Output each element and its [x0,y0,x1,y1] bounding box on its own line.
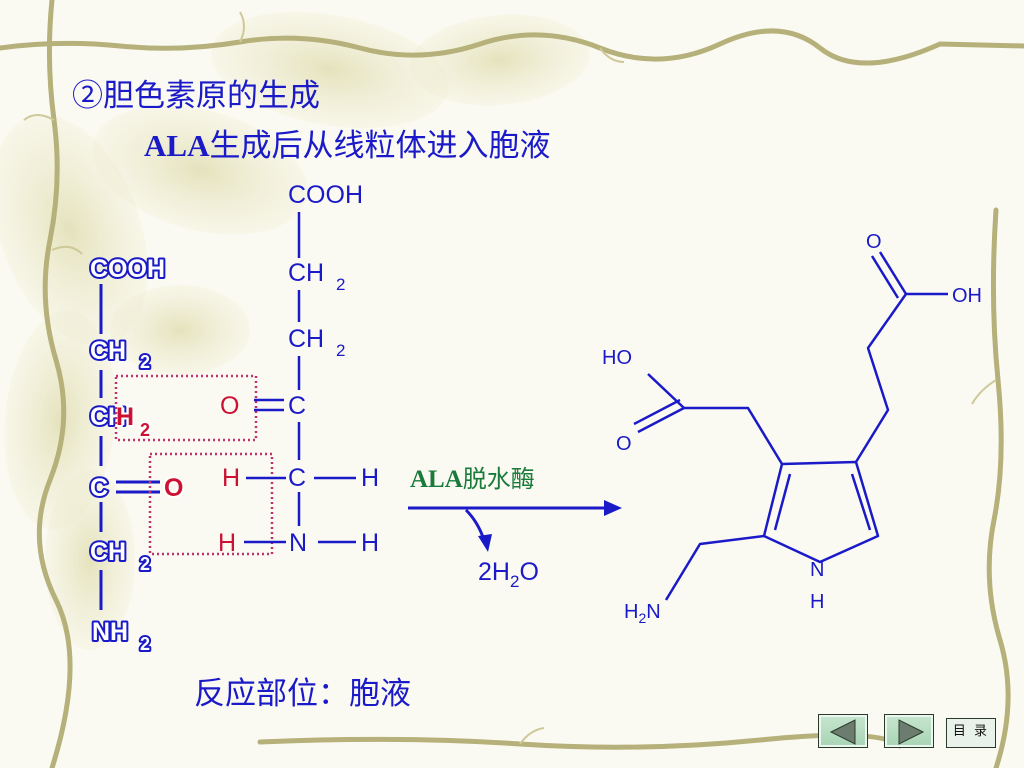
leaf-decoration [0,11,590,650]
atom-label: O [616,433,632,455]
atom-label: HO [602,347,632,369]
atom-label: N [289,529,307,557]
atom-label: COOH [90,255,165,283]
atom-label: OH [952,285,982,307]
dotted-box-ch2 [114,374,258,442]
subtitle-rest: 生成后从线粒体进入胞液 [209,128,551,164]
atom-label: H [810,591,824,613]
atom-label: O [866,231,882,253]
slide-subtitle: ALA生成后从线粒体进入胞液 [144,120,550,165]
atom-label: 2 [140,352,150,372]
reaction-site-label: 反应部位：胞液 [194,676,411,712]
reaction-arrow [408,500,622,552]
atom-label: CH [90,337,126,365]
byproduct-label: 2H2O [478,558,539,591]
atom-label: CH [288,325,324,353]
atom-label: H [116,403,134,431]
atom-label: 2 [336,341,345,360]
atom-label: C [90,474,108,502]
atom-label: H [218,529,236,557]
atom-label: H [361,529,379,557]
atom-label: 2 [140,554,150,574]
middle-ala-molecule: COOH CH 2 CH 2 O C H C H H N H [218,181,379,557]
atom-label: H2N [624,601,661,626]
atom-label: H [222,464,240,492]
triangle-right-icon [898,719,925,745]
table-of-contents-button[interactable]: 目 录 [946,718,996,748]
dotted-box-oxygen [148,452,274,556]
atom-label: 2 [140,420,150,440]
atom-label: CH [90,403,126,431]
atom-label: N [810,559,824,581]
slide-title: ②胆色素原的生成 [72,78,320,114]
enzyme-label: ALA脱水酶 [410,465,535,493]
atom-label: CH [90,538,126,566]
atom-label: NH [92,618,128,646]
atom-label: 2 [140,634,150,654]
reaction-site-boxes [114,374,274,556]
atom-label: COOH [288,181,363,209]
next-slide-button[interactable] [884,714,934,748]
left-ala-molecule: COOH CH 2 CH H 2 C O CH 2 NH 2 [88,253,185,656]
atom-label: C [288,464,306,492]
prev-slide-button[interactable] [818,714,868,748]
subtitle-prefix: ALA [144,128,210,163]
atom-label: O [220,392,239,420]
atom-label: C [288,392,306,420]
atom-label: CH [288,259,324,287]
atom-label: O [164,474,183,502]
triangle-left-icon [829,719,856,745]
atom-label: H [361,464,379,492]
atom-label: 2 [336,275,345,294]
porphobilinogen-structure: O OH HO O N H H2N [602,231,982,626]
